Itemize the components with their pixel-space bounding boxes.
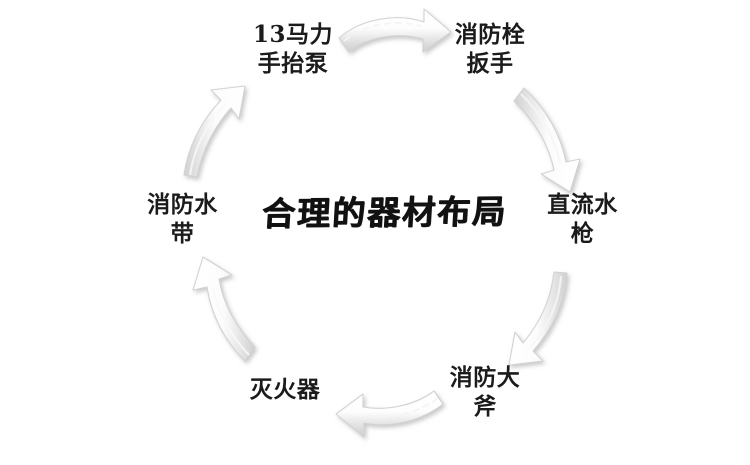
arrow-down-right-icon: [513, 87, 581, 193]
cycle-node-label-fire-axe: 消防大 斧: [449, 364, 521, 420]
cycle-node-label-13hp-pump: 13马力 手抬泵: [252, 21, 333, 77]
arrow-left-icon: [335, 390, 444, 438]
cycle-node-label-hydrant-wrench: 消防栓 扳手: [454, 21, 526, 77]
cycle-node-label-fire-extinguisher: 灭火器: [249, 376, 321, 403]
cycle-node-label-fire-hose: 消防水 带: [147, 191, 218, 247]
cycle-node-label-straight-stream-nozzle: 直流水 枪: [547, 191, 618, 247]
arrow-up-left-icon: [192, 256, 256, 362]
arrow-down-left-icon: [508, 271, 568, 366]
arrow-up-right-icon: [183, 85, 246, 178]
diagram-center-title: 合理的器材布局: [261, 191, 509, 234]
arrow-right-icon: [338, 8, 452, 53]
